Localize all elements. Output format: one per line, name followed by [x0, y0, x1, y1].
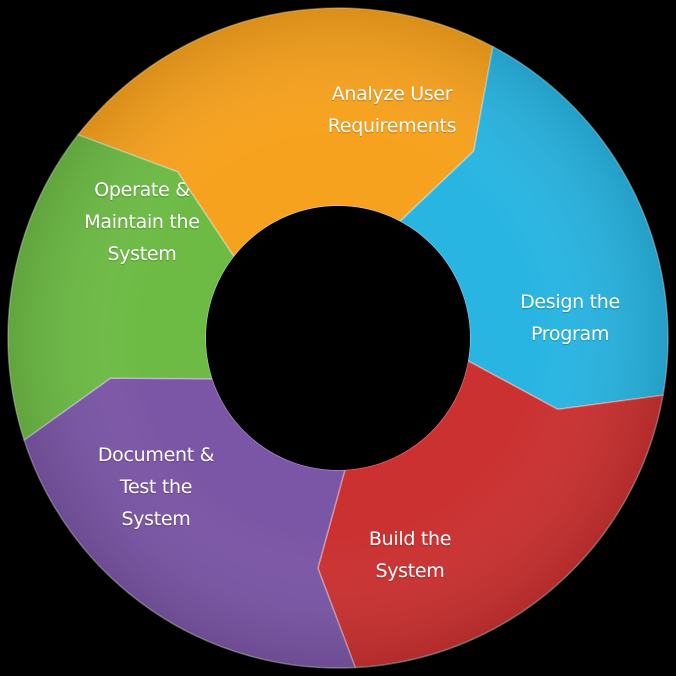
label-line: Test the	[119, 476, 193, 498]
label-line: System	[107, 243, 177, 265]
label-line: Maintain the	[84, 211, 200, 233]
label-line: Program	[530, 323, 610, 345]
label-line: Analyze User	[331, 83, 453, 105]
center-hole	[206, 206, 470, 470]
label-line: System	[121, 508, 191, 530]
label-line: Build the	[368, 528, 452, 550]
label-line: System	[375, 560, 445, 582]
label-line: Requirements	[327, 115, 457, 137]
label-line: Operate &	[94, 179, 190, 201]
label-line: Design the	[520, 291, 620, 313]
label-line: Document &	[97, 444, 215, 466]
